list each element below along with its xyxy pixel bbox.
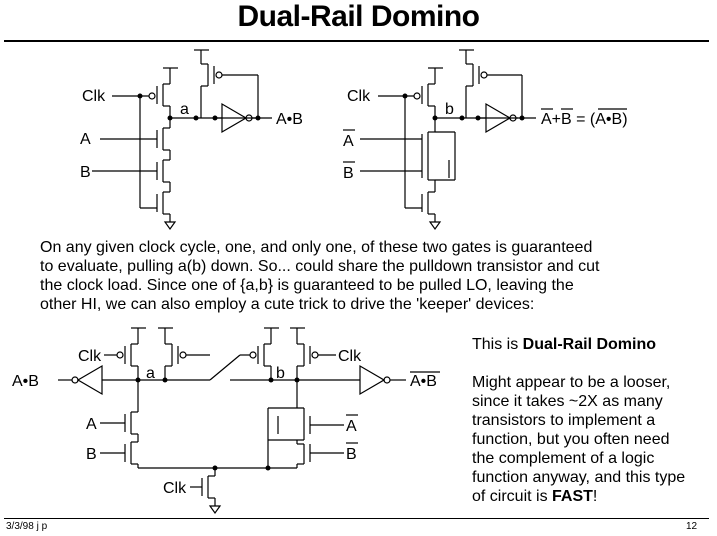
side-note-line: function anyway, and this type — [472, 469, 686, 486]
side-note-line: Might appear to be a looser, — [472, 374, 671, 391]
c3-a-right-label: A — [346, 418, 357, 435]
side-note-line: transistors to implement a — [472, 412, 656, 429]
c2-clk-label: Clk — [347, 88, 371, 105]
circuit-nand-gate: Clk A B b A+B = (A•B) — [343, 49, 628, 231]
c2-node-label: b — [445, 101, 454, 118]
page-title: Dual-Rail Domino — [237, 0, 480, 33]
side-last-prefix: of circuit is — [472, 488, 553, 505]
c3-clk-bottom-label: Clk — [163, 480, 187, 497]
side-note: Might appear to be a looser, since it ta… — [472, 373, 685, 506]
circuit-and-gate: Clk A B a A•B — [80, 49, 303, 231]
c2-b-label: B — [343, 165, 354, 182]
side-title-bold: Dual-Rail Domino — [522, 336, 657, 353]
side-last-suffix: ! — [592, 488, 598, 505]
page-number: 12 — [686, 521, 698, 532]
footer-date: 3/3/98 j p — [6, 521, 48, 532]
c3-clk-right-label: Clk — [338, 348, 362, 365]
c3-b-right-label: B — [346, 446, 357, 463]
side-note-line: function, but you often need — [472, 431, 670, 448]
circuit-dual-rail-domino: Clk Clk Clk A•B A•B a b A B A B — [12, 327, 440, 515]
paragraph-line: the clock load. Since one of {a,b} is gu… — [40, 277, 574, 294]
side-note-line: the complement of a logic — [472, 450, 655, 467]
c1-b-label: B — [80, 164, 91, 181]
side-last-bold: FAST — [552, 488, 593, 505]
c3-clk-left-label: Clk — [78, 348, 102, 365]
c2-out-label: A+B = (A•B) — [541, 111, 628, 128]
side-note-line: since it takes ~2X as many — [472, 393, 663, 410]
c1-node-label: a — [180, 101, 189, 118]
c3-a-left-label: A — [86, 416, 97, 433]
side-title-prefix: This is — [472, 336, 523, 353]
paragraph-line: to evaluate, pulling a(b) down. So... co… — [40, 258, 600, 275]
c1-a-label: A — [80, 131, 91, 148]
side-note-last-line: of circuit is FAST! — [472, 487, 685, 506]
paragraph-line: other HI, we can also employ a cute tric… — [40, 296, 535, 313]
side-title: This is Dual-Rail Domino — [472, 335, 656, 354]
c2-a-label: A — [343, 133, 354, 150]
c3-node-a-label: a — [146, 365, 155, 382]
c3-out-right-label: A•B — [410, 373, 437, 390]
paragraph-line: On any given clock cycle, one, and only … — [40, 239, 593, 256]
c3-node-b-label: b — [276, 365, 285, 382]
c1-clk-label: Clk — [82, 88, 106, 105]
c3-b-left-label: B — [86, 446, 97, 463]
explanation-paragraph: On any given clock cycle, one, and only … — [40, 238, 700, 314]
title-rule — [4, 40, 709, 42]
footer-rule — [4, 518, 709, 519]
c3-out-left-label: A•B — [12, 373, 39, 390]
c1-out-label: A•B — [276, 111, 303, 128]
